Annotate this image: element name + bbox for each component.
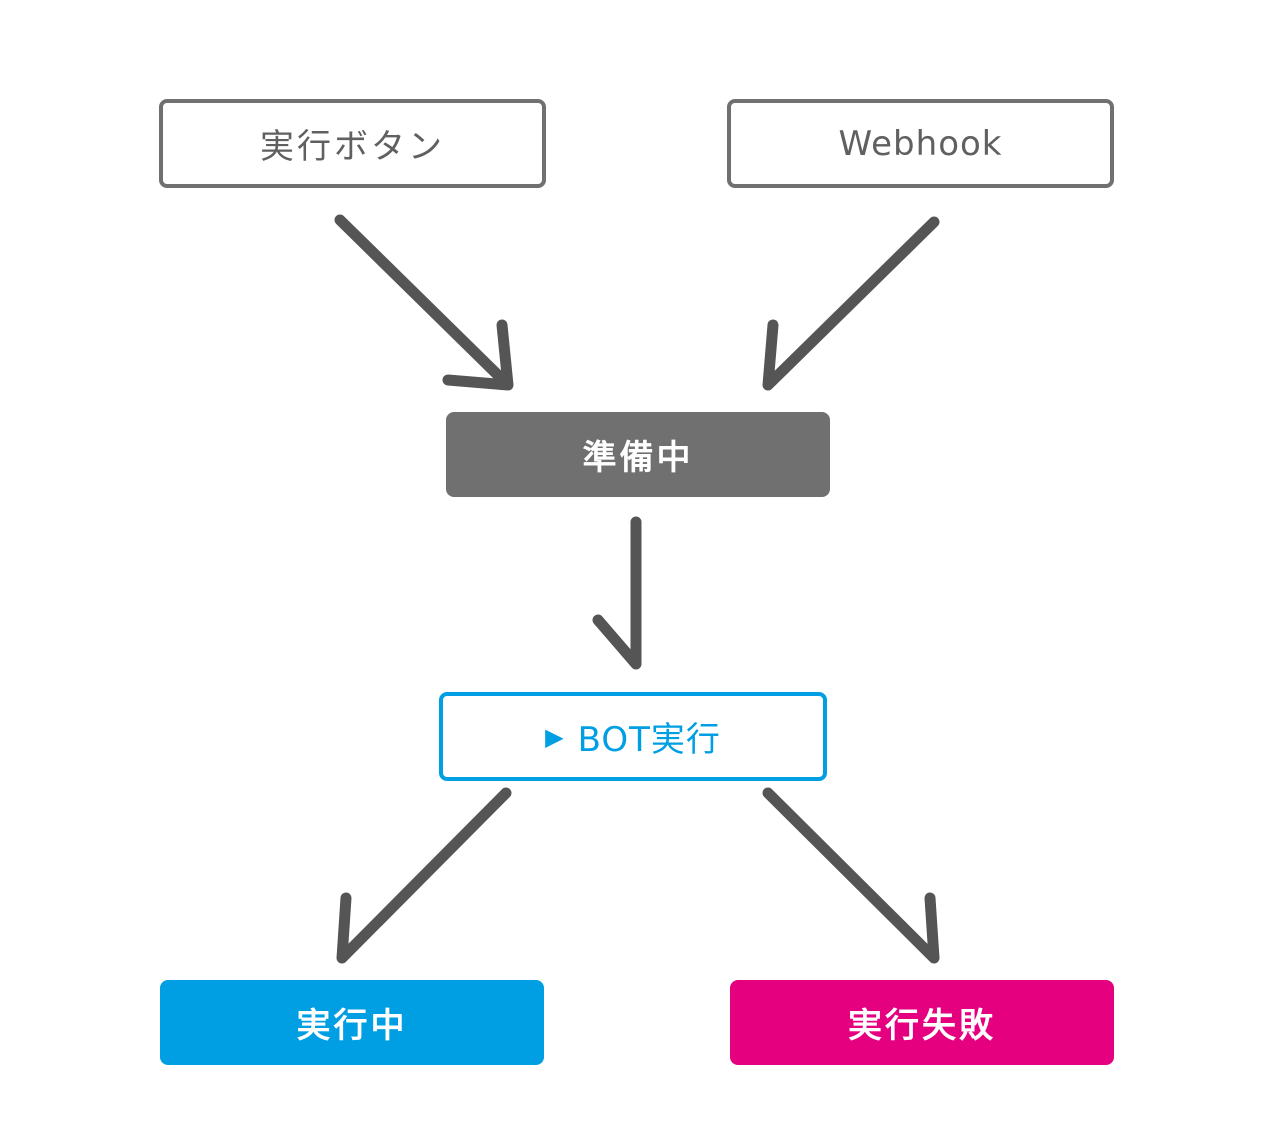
failed-node: 実行失敗: [730, 980, 1114, 1065]
running-label: 実行中: [296, 1006, 408, 1046]
exec-button-label: 実行ボタン: [260, 127, 445, 167]
bot-exec-label: BOT実行: [577, 720, 721, 760]
bot-exec-node: ▶ BOT実行: [439, 692, 827, 781]
preparing-node: 準備中: [446, 412, 830, 497]
arrow-preparing-to-bot-exec: [592, 516, 642, 670]
arrow-exec-button-to-preparing: [334, 214, 514, 391]
failed-label: 実行失敗: [848, 1006, 996, 1046]
webhook-node: Webhook: [727, 99, 1114, 188]
exec-button-node: 実行ボタン: [159, 99, 546, 188]
running-node: 実行中: [160, 980, 544, 1065]
arrow-bot-exec-to-failed: [762, 787, 940, 964]
arrow-webhook-to-preparing: [762, 216, 940, 391]
arrow-bot-exec-to-running: [336, 787, 512, 964]
preparing-label: 準備中: [582, 438, 694, 478]
play-icon: ▶: [545, 722, 564, 751]
webhook-label: Webhook: [838, 123, 1003, 164]
